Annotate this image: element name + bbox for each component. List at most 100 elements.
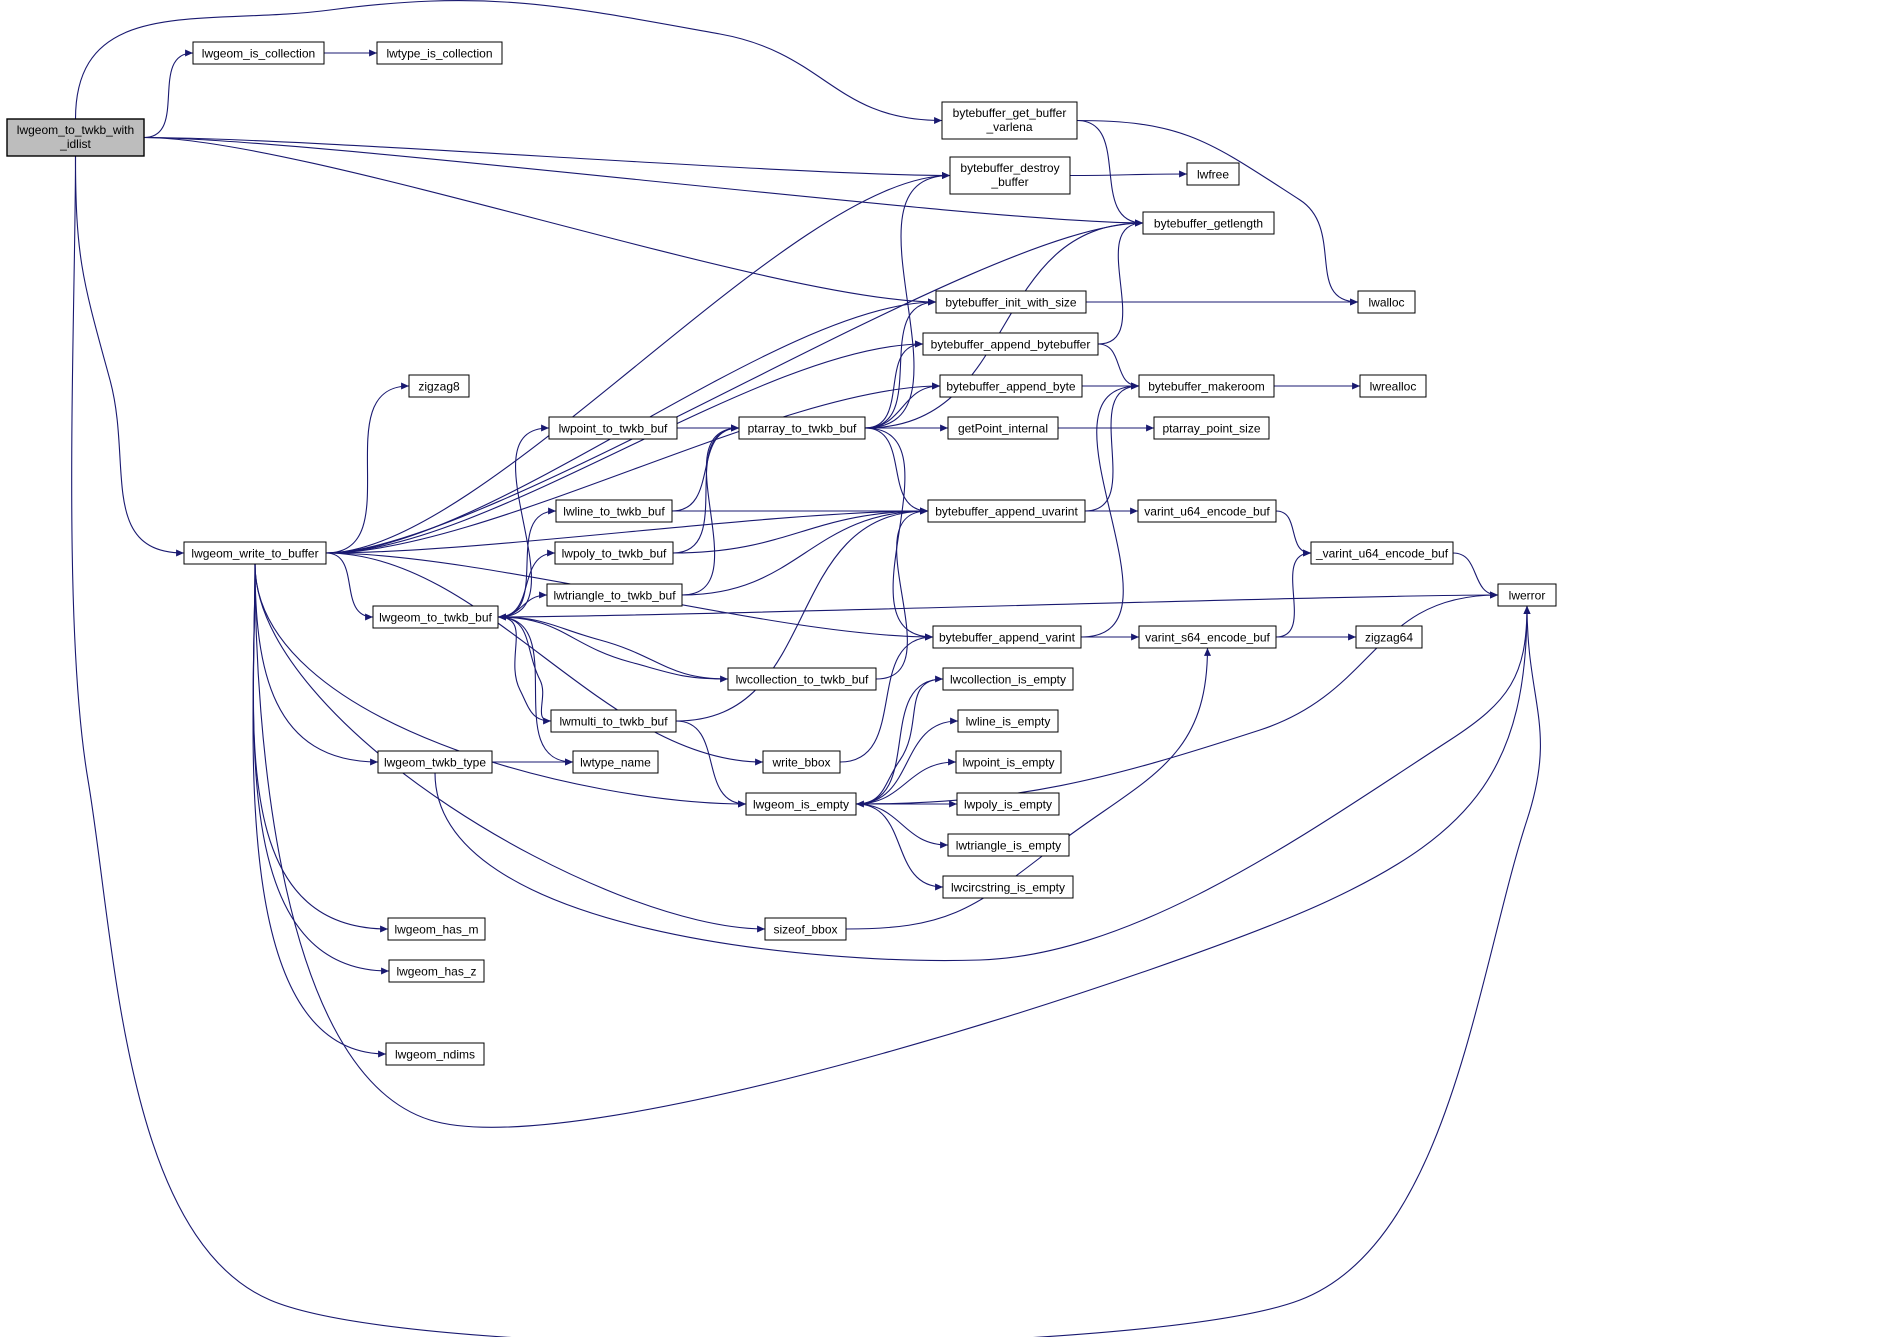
node-label: lwpoint_is_empty (962, 756, 1054, 770)
edge-lwgeom_to_twkb_with_idlist--lwerror (71, 155, 1541, 1337)
node-box (745, 792, 857, 816)
node-lwmulti_to_twkb_buf[interactable]: lwmulti_to_twkb_buf (550, 709, 677, 733)
node-bytebuffer_get_buffer_varlena[interactable]: bytebuffer_get_buffer_varlena (941, 101, 1078, 140)
node-label: bytebuffer_append_varint (939, 631, 1076, 645)
node-bytebuffer_append_uvarint[interactable]: bytebuffer_append_uvarint (927, 499, 1086, 523)
node-box (1153, 416, 1270, 440)
edge-lwgeom_write_to_buffer--bytebuffer_append_bytebuffer (325, 340, 924, 554)
node-lwtriangle_is_empty[interactable]: lwtriangle_is_empty (947, 833, 1070, 857)
node-box (1138, 374, 1275, 398)
node-ptarray_point_size[interactable]: ptarray_point_size (1153, 416, 1270, 440)
edge-lwtriangle_to_twkb_buf--bytebuffer_append_uvarint (681, 507, 929, 596)
edge-lwmulti_to_twkb_buf--bytebuffer_append_uvarint (675, 507, 929, 722)
node-box (955, 750, 1062, 774)
node-box (1359, 374, 1427, 398)
node-lwline_is_empty[interactable]: lwline_is_empty (957, 709, 1059, 733)
node-ptarray_to_twkb_buf[interactable]: ptarray_to_twkb_buf (738, 416, 866, 440)
node-lwgeom_is_collection[interactable]: lwgeom_is_collection (192, 41, 325, 65)
node-lwgeom_has_z[interactable]: lwgeom_has_z (388, 959, 485, 983)
edge-lwpoly_to_twkb_buf--bytebuffer_append_uvarint (672, 507, 929, 554)
edge-lwgeom_to_twkb_buf--lwmulti_to_twkb_buf (497, 616, 552, 725)
node-zigzag64[interactable]: zigzag64 (1355, 625, 1423, 649)
node-label: lwgeom_twkb_type (384, 756, 486, 770)
node-lwgeom_has_m[interactable]: lwgeom_has_m (387, 917, 486, 941)
node-write_bbox[interactable]: write_bbox (762, 750, 841, 774)
node-_varint_u64_encode_buf[interactable]: _varint_u64_encode_buf (1310, 541, 1454, 565)
node-lwtriangle_to_twkb_buf[interactable]: lwtriangle_to_twkb_buf (546, 583, 683, 607)
node-varint_s64_encode_buf[interactable]: varint_s64_encode_buf (1138, 625, 1277, 649)
edge-lwgeom_write_to_buffer--lwgeom_to_twkb_buf (325, 552, 374, 621)
edge-lwmulti_to_twkb_buf--lwgeom_is_empty (675, 720, 747, 808)
node-bytebuffer_getlength[interactable]: bytebuffer_getlength (1142, 211, 1275, 235)
node-lwfree[interactable]: lwfree (1186, 162, 1240, 186)
edge-lwgeom_to_twkb_with_idlist--bytebuffer_destroy_buffer (143, 136, 951, 180)
node-bytebuffer_destroy_buffer[interactable]: bytebuffer_destroy_buffer (949, 156, 1071, 195)
node-lwgeom_is_empty[interactable]: lwgeom_is_empty (745, 792, 857, 816)
node-box (554, 541, 674, 565)
node-label: sizeof_bbox (773, 923, 837, 937)
node-varint_u64_encode_buf[interactable]: varint_u64_encode_buf (1137, 499, 1277, 523)
edge-lwgeom_to_twkb_with_idlist--lwgeom_is_collection (143, 49, 194, 139)
node-bytebuffer_init_with_size[interactable]: bytebuffer_init_with_size (935, 290, 1087, 314)
node-lwpoint_is_empty[interactable]: lwpoint_is_empty (955, 750, 1062, 774)
node-lwcollection_to_twkb_buf[interactable]: lwcollection_to_twkb_buf (727, 667, 877, 691)
node-label: ptarray_to_twkb_buf (748, 422, 857, 436)
edge-varint_u64_encode_buf--_varint_u64_encode_buf (1275, 510, 1312, 557)
node-lwgeom_write_to_buffer[interactable]: lwgeom_write_to_buffer (183, 541, 327, 565)
node-box (1497, 583, 1557, 607)
node-sizeof_bbox[interactable]: sizeof_bbox (764, 917, 847, 941)
node-bytebuffer_append_byte[interactable]: bytebuffer_append_byte (939, 374, 1083, 398)
node-lwtype_is_collection[interactable]: lwtype_is_collection (376, 41, 503, 65)
node-bytebuffer_append_bytebuffer[interactable]: bytebuffer_append_bytebuffer (922, 332, 1099, 356)
node-box (555, 499, 673, 523)
node-lwgeom_ndims[interactable]: lwgeom_ndims (385, 1042, 485, 1066)
node-box (572, 750, 659, 774)
node-box (372, 605, 499, 629)
node-box (764, 917, 847, 941)
node-box (1310, 541, 1454, 565)
node-box (1138, 625, 1277, 649)
edge-lwtriangle_to_twkb_buf--ptarray_to_twkb_buf (681, 424, 740, 596)
node-getPoint_internal[interactable]: getPoint_internal (947, 416, 1059, 440)
node-label: lwrealloc (1370, 380, 1417, 394)
edge-lwgeom_write_to_buffer--lwerror (254, 563, 1531, 1128)
node-lwalloc[interactable]: lwalloc (1357, 290, 1416, 314)
node-lwgeom_twkb_type[interactable]: lwgeom_twkb_type (377, 750, 493, 774)
node-lwtype_name[interactable]: lwtype_name (572, 750, 659, 774)
node-lwgeom_to_twkb_buf[interactable]: lwgeom_to_twkb_buf (372, 605, 499, 629)
node-label: bytebuffer_makeroom (1148, 380, 1265, 394)
node-lwrealloc[interactable]: lwrealloc (1359, 374, 1427, 398)
node-box (377, 750, 493, 774)
node-label: lwgeom_is_collection (202, 47, 315, 61)
node-zigzag8[interactable]: zigzag8 (408, 374, 470, 398)
edge-lwgeom_write_to_buffer--sizeof_bbox (254, 563, 766, 933)
edge-ptarray_to_twkb_buf--bytebuffer_append_bytebuffer (864, 340, 924, 429)
edge-lwgeom_write_to_buffer--bytebuffer_append_uvarint (325, 507, 929, 554)
node-label: lwpoint_to_twkb_buf (559, 422, 668, 436)
node-lwerror[interactable]: lwerror (1497, 583, 1557, 607)
edge-bytebuffer_destroy_buffer--lwfree (1069, 170, 1188, 178)
node-label: lwtype_is_collection (386, 47, 492, 61)
node-lwpoint_to_twkb_buf[interactable]: lwpoint_to_twkb_buf (548, 416, 678, 440)
node-lwcircstring_is_empty[interactable]: lwcircstring_is_empty (942, 875, 1074, 899)
node-lwline_to_twkb_buf[interactable]: lwline_to_twkb_buf (555, 499, 673, 523)
edge-lwgeom_write_to_buffer--lwgeom_ndims (252, 563, 387, 1058)
edge-ptarray_to_twkb_buf--bytebuffer_getlength (864, 219, 1144, 429)
node-box (762, 750, 841, 774)
edge-lwgeom_to_twkb_with_idlist--bytebuffer_init_with_size (143, 136, 937, 306)
node-bytebuffer_append_varint[interactable]: bytebuffer_append_varint (932, 625, 1082, 649)
edge-bytebuffer_append_bytebuffer--bytebuffer_getlength (1097, 219, 1144, 345)
node-lwgeom_to_twkb_with_idlist[interactable]: lwgeom_to_twkb_with_idlist (6, 118, 145, 157)
edge-lwgeom_write_to_buffer--lwgeom_is_empty (254, 563, 747, 808)
edge-lwgeom_to_twkb_with_idlist--bytebuffer_get_buffer_varlena (74, 0, 943, 125)
edge-lwgeom_to_twkb_buf--lwpoint_to_twkb_buf (497, 424, 550, 618)
node-lwpoly_is_empty[interactable]: lwpoly_is_empty (956, 792, 1060, 816)
node-bytebuffer_makeroom[interactable]: bytebuffer_makeroom (1138, 374, 1275, 398)
node-lwcollection_is_empty[interactable]: lwcollection_is_empty (942, 667, 1074, 691)
edge-lwgeom_is_empty--lwpoint_is_empty (855, 758, 957, 805)
node-box (942, 875, 1074, 899)
node-label: bytebuffer_get_buffer_varlena (953, 106, 1067, 134)
node-lwpoly_to_twkb_buf[interactable]: lwpoly_to_twkb_buf (554, 541, 674, 565)
